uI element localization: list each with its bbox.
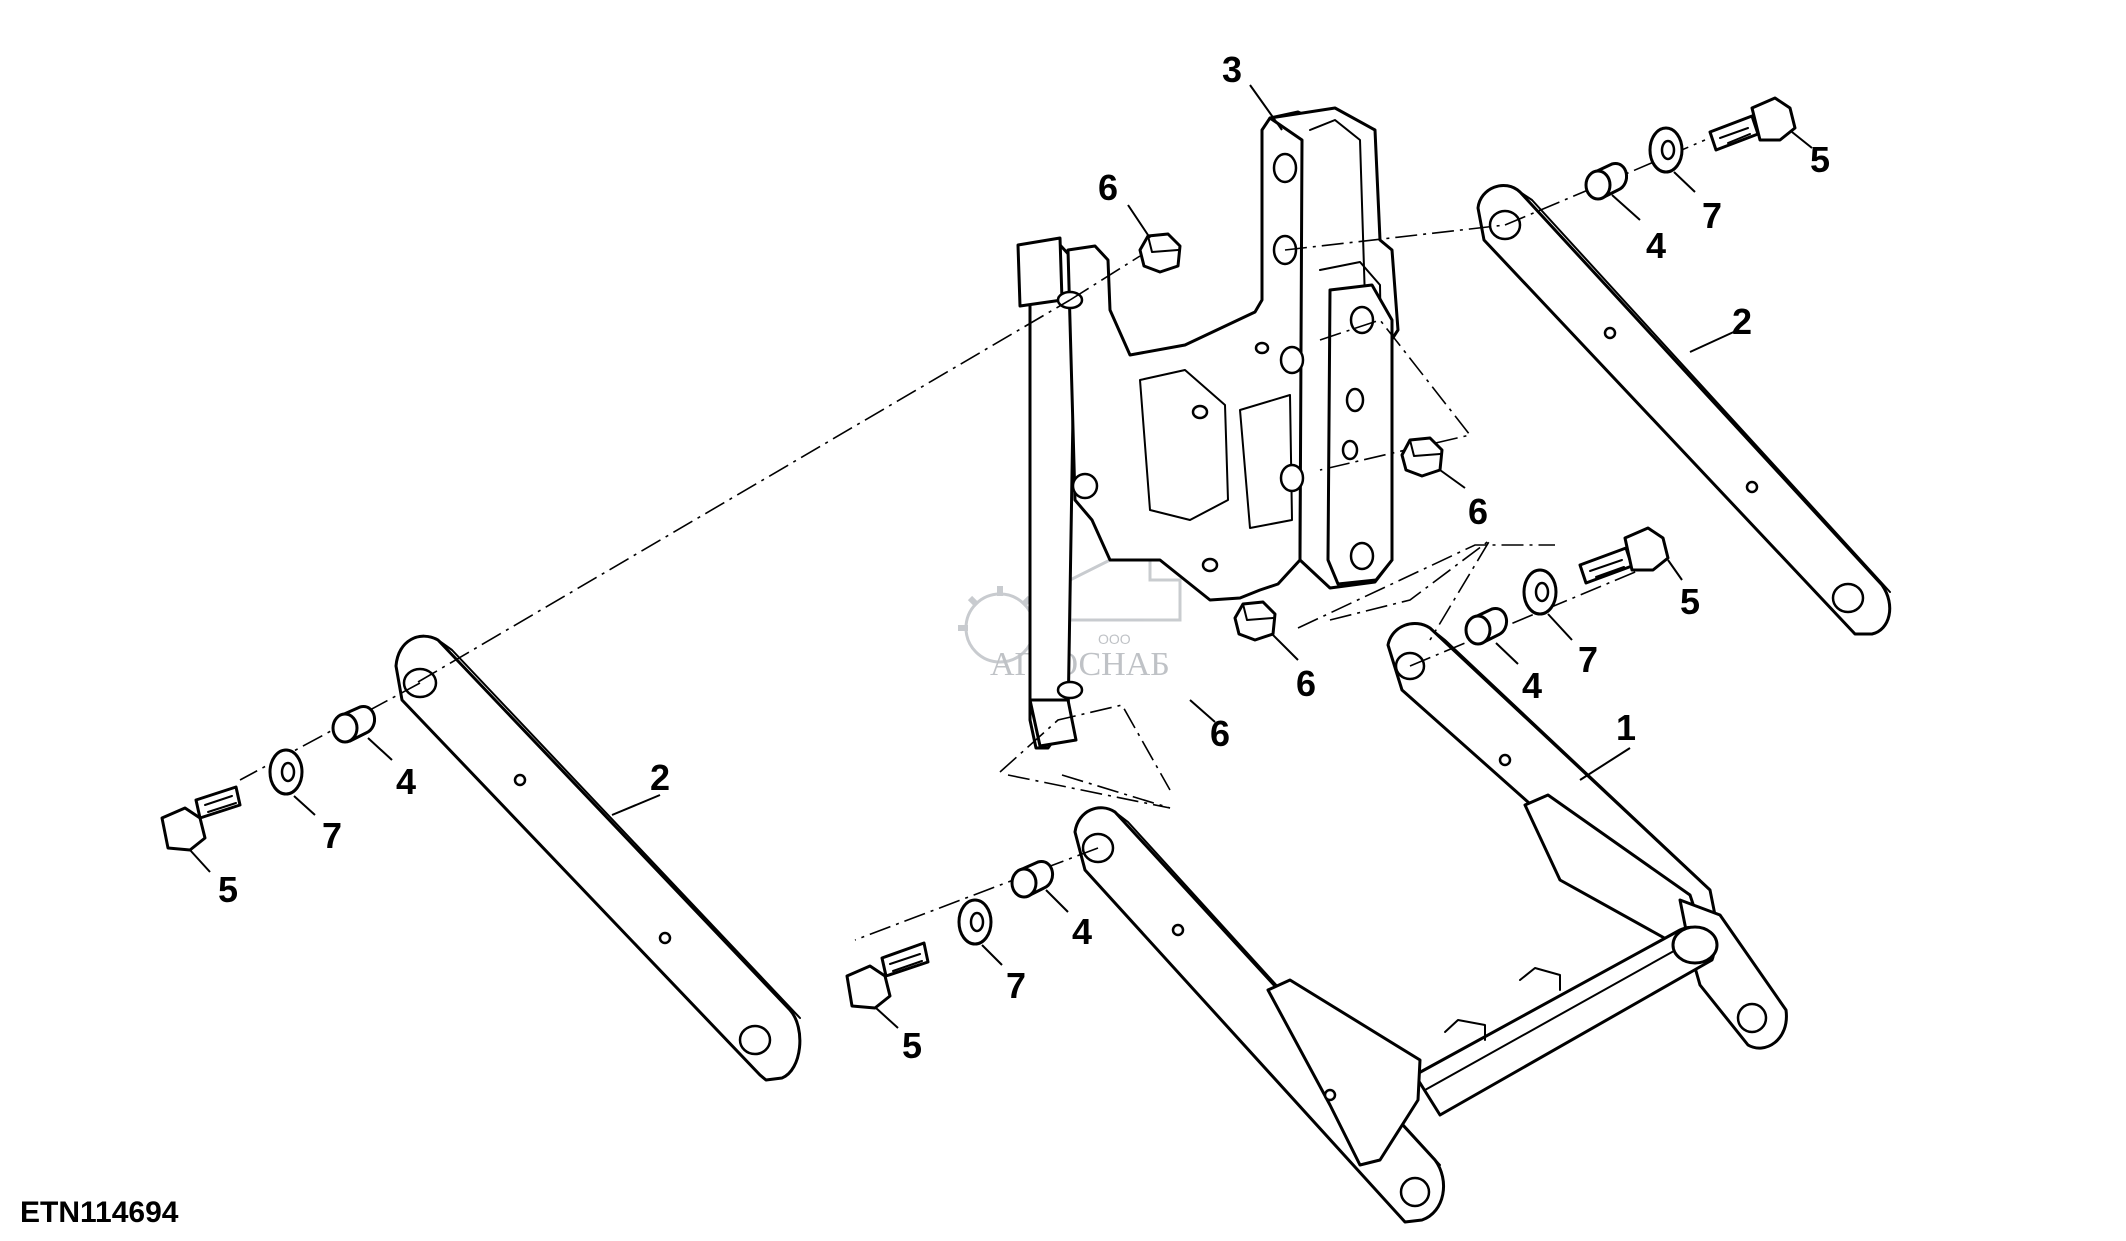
callout-2: 2 (1732, 301, 1752, 342)
callout-7: 7 (1006, 965, 1026, 1006)
drawing-id: ETN114694 (20, 1196, 179, 1229)
washer-bottom (957, 898, 993, 946)
spacer-middle-right (1464, 607, 1508, 646)
part-2-arm-right (1476, 183, 1892, 636)
leader-lines (189, 84, 1813, 1029)
callout-2: 2 (650, 757, 670, 798)
callout-6: 6 (1296, 663, 1316, 704)
watermark: ООО АГРОСНАБ (958, 558, 1182, 683)
watermark-line2: АГРОСНАБ (990, 646, 1170, 683)
callout-7: 7 (1578, 639, 1598, 680)
part-1-lower-frame (1073, 622, 1788, 1224)
watermark-tractor-icon (1068, 558, 1182, 622)
callout-7: 7 (1702, 195, 1722, 236)
nut-right (1400, 436, 1444, 478)
callout-4: 4 (396, 761, 416, 802)
callout-5: 5 (902, 1025, 922, 1066)
watermark-line1: ООО (1098, 631, 1131, 647)
callout-5: 5 (1680, 581, 1700, 622)
washer-top-right (1648, 126, 1684, 174)
part-3-mounting-bracket (1016, 106, 1400, 750)
callouts: 3 6 5 7 4 2 6 5 7 4 6 1 6 2 4 7 5 4 7 5 (218, 49, 1830, 1066)
nut-center (1233, 600, 1277, 642)
callout-3: 3 (1222, 49, 1242, 90)
callout-7: 7 (322, 815, 342, 856)
callout-6: 6 (1210, 713, 1230, 754)
bolt-left (160, 785, 242, 852)
spacer-top-right (1584, 162, 1628, 201)
callout-5: 5 (218, 869, 238, 910)
callout-4: 4 (1646, 225, 1666, 266)
washer-middle-right (1522, 568, 1558, 616)
spacer-left (331, 705, 376, 744)
bolt-bottom (845, 941, 930, 1010)
callout-4: 4 (1072, 911, 1092, 952)
bolt-middle-right (1578, 526, 1670, 585)
callout-6: 6 (1098, 167, 1118, 208)
assembly-lines (239, 139, 1706, 941)
callout-5: 5 (1810, 139, 1830, 180)
bolt-top-right (1708, 96, 1797, 152)
part-2-arm-left (394, 634, 802, 1082)
spacer-bottom (1010, 860, 1054, 899)
callout-1: 1 (1616, 707, 1636, 748)
callout-6: 6 (1468, 491, 1488, 532)
washer-left (268, 748, 304, 796)
nut-top (1138, 232, 1182, 274)
callout-4: 4 (1522, 665, 1542, 706)
